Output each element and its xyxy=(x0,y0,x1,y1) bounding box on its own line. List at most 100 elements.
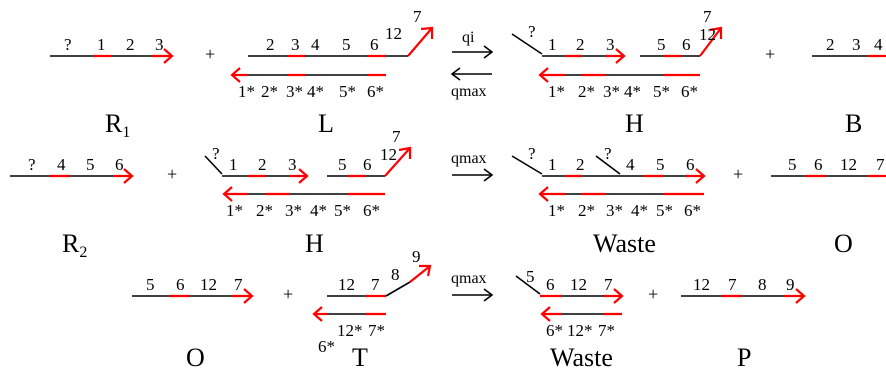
domain-label: 12 xyxy=(840,155,857,174)
overhang-segment xyxy=(699,27,722,57)
species-R2: ? 4 5 6 R2 xyxy=(10,155,134,261)
domain-label: 7 xyxy=(392,127,401,146)
domain-label: 6 xyxy=(363,155,372,174)
domain-label: 7* xyxy=(368,321,385,340)
domain-label: 6* xyxy=(363,201,380,220)
domain-label: 12 xyxy=(570,275,587,294)
domain-label: 6 xyxy=(176,275,185,294)
arrowhead-3prime xyxy=(795,288,806,304)
arrowhead-bottom xyxy=(312,306,323,322)
reaction-1: ? 1 2 3 R1 + 2 3 4 5 6 xyxy=(50,7,886,141)
domain-label: 6 xyxy=(546,275,555,294)
domain-label: 1* xyxy=(238,82,255,101)
domain-label: 6* xyxy=(684,201,701,220)
overhang-segment xyxy=(595,155,621,175)
species-name: O xyxy=(186,343,205,370)
arrowhead-3prime xyxy=(163,48,174,64)
overhang-segment xyxy=(385,281,411,297)
rate-forward: qmax xyxy=(451,150,487,167)
plus-sign: + xyxy=(765,44,775,64)
plus-sign: + xyxy=(167,164,177,184)
domain-label: 7 xyxy=(604,275,613,294)
domain-label: 5 xyxy=(342,35,351,54)
domain-label: ? xyxy=(528,22,536,41)
arrowhead xyxy=(483,288,494,302)
arrowhead-3prime xyxy=(615,48,626,64)
overhang-segment xyxy=(407,27,433,57)
species-T: 12 7 8 9 6* 12* 7* T xyxy=(312,247,432,372)
domain-label: 3* xyxy=(603,82,620,101)
domain-label: 12 xyxy=(693,275,710,294)
domain-label: ? xyxy=(212,144,220,163)
domain-label: 12* xyxy=(337,321,363,340)
species-name: O xyxy=(834,229,853,258)
domain-label: 3 xyxy=(291,35,300,54)
domain-label: 1* xyxy=(226,201,243,220)
domain-label: 6 xyxy=(686,155,695,174)
arrowhead-bottom xyxy=(230,67,241,83)
domain-label: 3 xyxy=(155,35,164,54)
domain-label: 7 xyxy=(413,7,422,26)
domain-label: 1 xyxy=(229,155,238,174)
domain-label: 9 xyxy=(786,275,795,294)
species-name: Waste xyxy=(550,343,613,370)
domain-label: ? xyxy=(604,144,612,163)
domain-label: 12 xyxy=(338,275,355,294)
overhang-segment xyxy=(515,275,541,295)
arrowhead-3prime xyxy=(419,264,432,277)
species-H: ? 1 2 3 5 6 12 7 1* 2* 3* 4* 5* 6* H xyxy=(204,127,412,258)
domain-label: 5* xyxy=(339,82,356,101)
domain-label: 12 xyxy=(200,275,217,294)
domain-label: 6 xyxy=(814,155,823,174)
domain-label: 3* xyxy=(606,201,623,220)
overhang-segment xyxy=(511,155,543,175)
species-name: B xyxy=(845,109,862,138)
domain-label: 7 xyxy=(703,7,712,26)
domain-label: 8 xyxy=(758,275,767,294)
domain-label: 9 xyxy=(412,247,421,266)
species-name: R2 xyxy=(62,229,87,261)
domain-label: 7 xyxy=(876,155,885,174)
domain-label: 4 xyxy=(57,155,66,174)
domain-label: 6* xyxy=(681,82,698,101)
domain-label: 2 xyxy=(258,155,267,174)
species-name: R1 xyxy=(105,109,130,141)
rate-forward: qi xyxy=(462,29,475,46)
species-R1: ? 1 2 3 R1 xyxy=(50,35,174,141)
domain-label: 2* xyxy=(256,201,273,220)
domain-label: 3* xyxy=(286,82,303,101)
overhang-segment xyxy=(409,265,431,283)
domain-label: 6 xyxy=(682,35,691,54)
domain-label: 5 xyxy=(146,275,155,294)
domain-label: 4* xyxy=(307,82,324,101)
domain-label: 2 xyxy=(266,35,275,54)
domain-label: 4 xyxy=(874,35,883,54)
domain-label: 3 xyxy=(606,35,615,54)
species-name: Waste xyxy=(593,229,656,258)
domain-label: 6* xyxy=(367,82,384,101)
arrowhead-3prime xyxy=(123,168,134,184)
domain-label: 6 xyxy=(115,155,124,174)
domain-label: 5 xyxy=(86,155,95,174)
species-waste: ? 1 2 ? 4 5 6 1* 2* 3* 4* 5* 6* Waste xyxy=(511,144,706,258)
arrowhead-3prime xyxy=(695,168,706,184)
domain-label: 5 xyxy=(788,155,797,174)
domain-label: 12 xyxy=(385,24,402,43)
domain-label: 5* xyxy=(656,201,673,220)
arrowhead-3prime xyxy=(243,288,254,304)
domain-label: 1* xyxy=(548,201,565,220)
domain-label: 7 xyxy=(728,275,737,294)
domain-label: 2* xyxy=(578,82,595,101)
arrowhead xyxy=(483,168,494,182)
domain-label: ? xyxy=(64,35,72,54)
plus-sign: + xyxy=(205,44,215,64)
domain-label: 4* xyxy=(631,201,648,220)
domain-label: 5* xyxy=(334,201,351,220)
species-name: L xyxy=(318,109,334,138)
arrowhead-bottom xyxy=(540,306,551,322)
species-name: H xyxy=(305,229,324,258)
domain-label: 12 xyxy=(380,145,397,164)
domain-label: 5* xyxy=(653,82,670,101)
arrowhead-bottom xyxy=(538,186,549,202)
